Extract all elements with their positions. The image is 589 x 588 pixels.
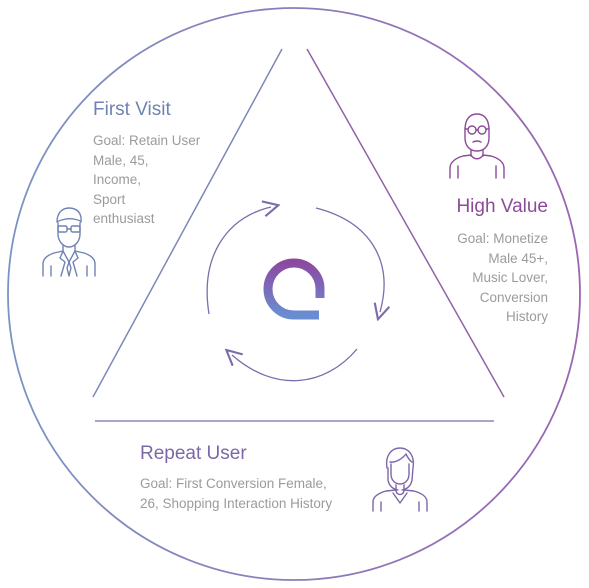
repeat-user-title: Repeat User bbox=[140, 443, 247, 464]
high-value-title: High Value bbox=[456, 196, 548, 217]
repeat-user-line: 26, Shopping Interaction History bbox=[140, 495, 333, 511]
businessman-icon bbox=[42, 207, 96, 277]
first-visit-line: enthusiast bbox=[93, 211, 155, 227]
woman-icon bbox=[372, 447, 428, 512]
first-visit-title: First Visit bbox=[93, 99, 171, 120]
bald-man-glasses-icon bbox=[449, 113, 505, 179]
high-value-line: Goal: Monetize bbox=[457, 231, 548, 246]
first-visit-line: Sport bbox=[93, 191, 126, 207]
high-value-line: Music Lover, bbox=[472, 270, 548, 286]
triangle-left-side bbox=[92, 48, 283, 398]
high-value-line: History bbox=[505, 309, 548, 325]
brand-logo bbox=[263, 258, 325, 320]
first-visit-line: Income, bbox=[93, 172, 142, 188]
triangle-right-side bbox=[306, 48, 505, 398]
outer-ring bbox=[7, 7, 581, 581]
high-value-line: Conversion bbox=[479, 289, 548, 305]
first-visit-line: Male, 45, bbox=[93, 152, 149, 168]
high-value-description: Goal: Monetize Male 45+, Music Lover, Co… bbox=[408, 229, 548, 327]
high-value-line: Male 45+, bbox=[488, 250, 548, 266]
repeat-user-description: Goal: First Conversion Female, 26, Shopp… bbox=[140, 474, 370, 513]
repeat-user-line: Goal: First Conversion Female, bbox=[140, 476, 327, 491]
first-visit-line: Goal: Retain User bbox=[93, 133, 201, 148]
first-visit-description: Goal: Retain User Male, 45, Income, Spor… bbox=[93, 131, 233, 229]
cycle-arrows-icon bbox=[206, 207, 384, 382]
